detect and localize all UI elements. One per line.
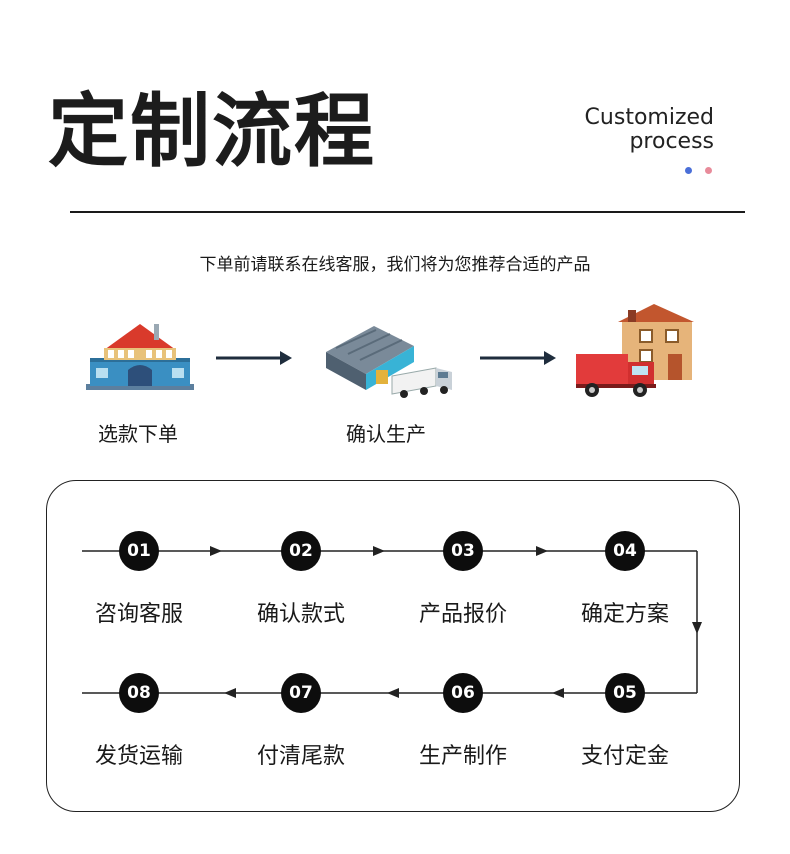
arrow-right-icon — [480, 351, 556, 365]
step-node-02: 02 — [281, 531, 321, 571]
decorative-dots — [685, 167, 715, 177]
contact-notice: 下单前请联系在线客服，我们将为您推荐合适的产品 — [199, 255, 591, 275]
stage-label-select-order: 选款下单 — [98, 422, 178, 446]
step-label-06: 生产制作 — [418, 744, 507, 769]
store-building-icon — [86, 324, 194, 390]
pink-dot — [705, 167, 712, 174]
arrow-right-icon — [216, 351, 292, 365]
stage-label-confirm-production: 确认生产 — [346, 422, 426, 446]
step-label-08: 发货运输 — [94, 744, 183, 769]
step-node-07: 07 — [281, 673, 321, 713]
delivery-house-icon — [576, 304, 694, 397]
step-node-05: 05 — [605, 673, 645, 713]
page-title: 定制流程 — [48, 85, 376, 178]
step-label-07: 付清尾款 — [256, 744, 345, 769]
step-node-01: 01 — [119, 531, 159, 571]
english-subtitle-line1: Customized — [584, 105, 714, 130]
step-node-03: 03 — [443, 531, 483, 571]
blue-dot — [685, 167, 692, 174]
step-label-05: 支付定金 — [580, 744, 669, 769]
english-subtitle-line2: process — [629, 129, 714, 154]
step-node-06: 06 — [443, 673, 483, 713]
english-subtitle: Customized process — [585, 106, 714, 154]
step-node-04: 04 — [605, 531, 645, 571]
step-label-03: 产品报价 — [418, 602, 507, 627]
header-divider — [70, 211, 745, 213]
step-node-08: 08 — [119, 673, 159, 713]
factory-truck-icon — [326, 326, 452, 398]
step-label-02: 确认款式 — [256, 602, 345, 627]
step-label-01: 咨询客服 — [94, 602, 183, 627]
step-label-04: 确定方案 — [580, 602, 669, 627]
process-panel — [46, 480, 740, 812]
